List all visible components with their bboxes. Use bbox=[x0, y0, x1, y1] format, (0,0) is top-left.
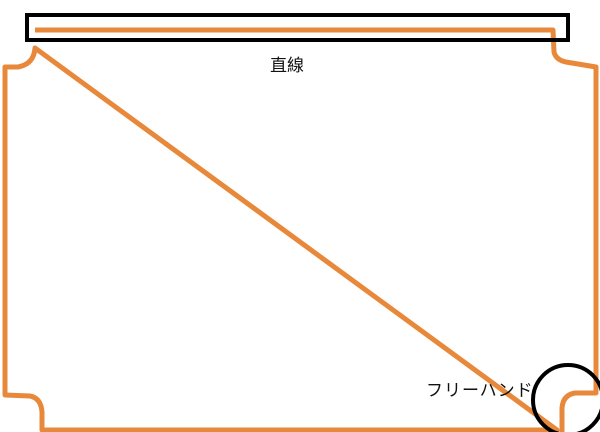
straight-line-label: 直線 bbox=[270, 56, 304, 76]
straight-line-highlight-box bbox=[25, 13, 570, 42]
orange-frame-outline bbox=[2, 27, 599, 432]
freehand-label: フリーハンド bbox=[426, 381, 534, 401]
freehand-highlight-circle bbox=[531, 363, 600, 432]
